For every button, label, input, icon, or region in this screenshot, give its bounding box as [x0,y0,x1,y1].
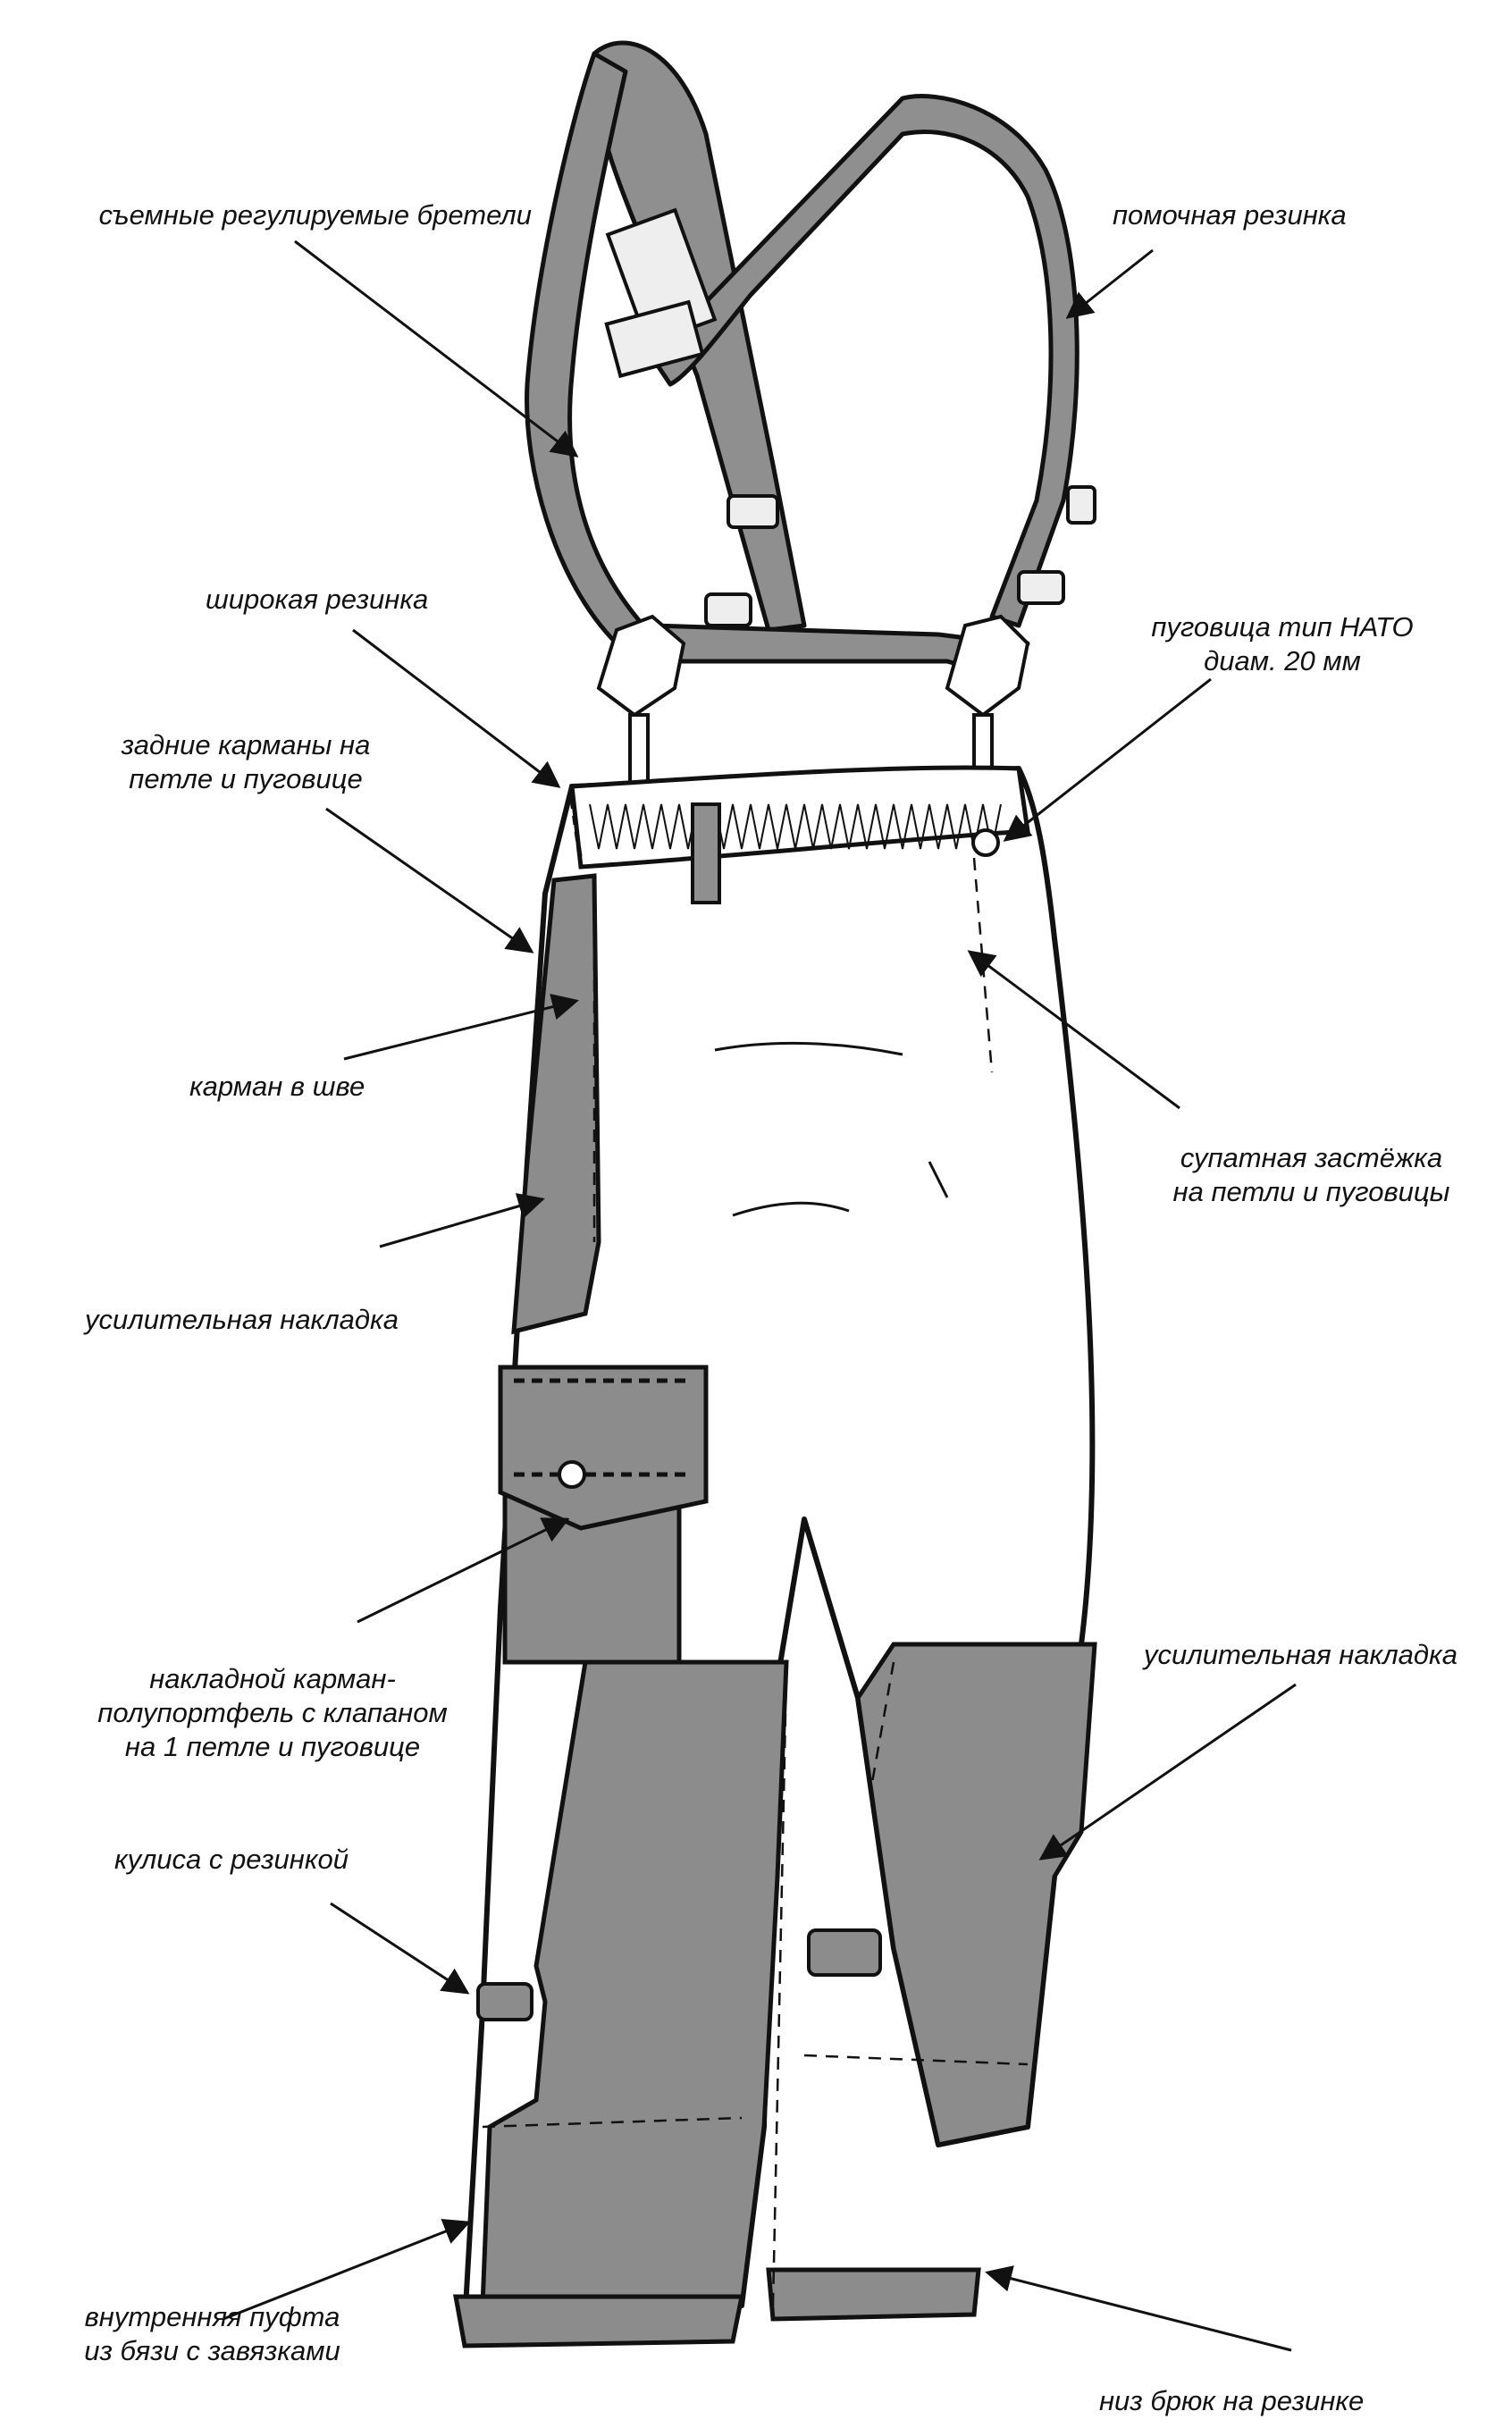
strap-end-tabs [596,614,1030,788]
leader-arrows [223,239,1297,2352]
waistband-gathers [589,803,1002,850]
label-nato-button: пуговица тип НАТО диам. 20 мм [1151,611,1414,676]
drawstring-channels [476,1928,882,2021]
label-stirrup-elastic: помочная резинка [1113,199,1347,231]
right-leg-reinforcement [855,1642,1097,2147]
label-seam-pocket: карман в шве [189,1071,365,1102]
belt-loop [691,802,721,904]
label-drawstring-channel: кулиса с резинкой [114,1844,349,1875]
label-wide-elastic: широкая резинка [206,584,429,615]
strap-adjusters [604,207,1096,627]
label-fly-closure: супатная застёжка на петли и пуговицы [1172,1142,1450,1207]
label-reinforcement-right: усилительная накладка [1144,1639,1457,1670]
patch-pocket [498,1365,709,1665]
label-patch-pocket: накладной карман- полупортфель с клапано… [97,1663,448,1762]
label-hem-elastic: низ брюк на резинке [1099,2385,1365,2416]
side-seam-panel [511,873,601,1335]
pocket-button [558,1460,586,1489]
suspender-straps [525,40,1079,682]
label-straps: съемные регулируемые бретели [98,199,532,231]
right-cuff [766,2267,981,2322]
label-inner-gaiter: внутренняя пуфта из бязи с завязками [84,2301,340,2366]
nato-button [971,828,1000,857]
label-reinforcement-left: усилительная накладка [85,1304,399,1335]
fold-lines [714,1041,949,1217]
label-back-pockets: задние карманы на петле и пуговице [121,729,371,794]
left-cuff [453,2294,745,2348]
